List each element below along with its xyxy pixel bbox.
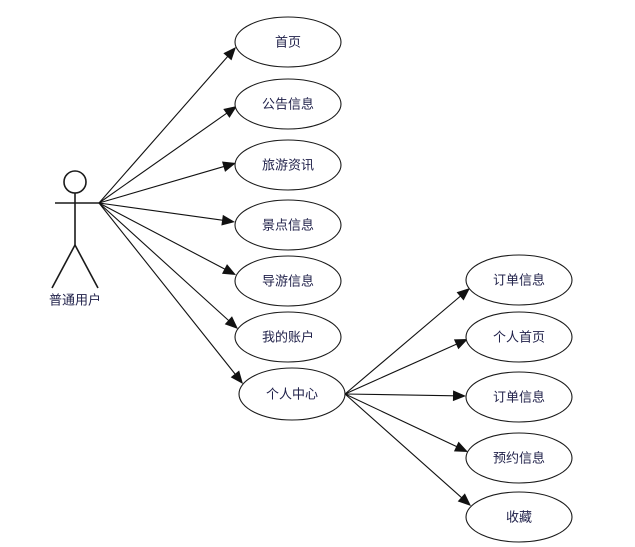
association-assoc-user-user-center	[98, 202, 243, 384]
use-case-label: 导游信息	[262, 274, 314, 290]
use-case-ellipse[interactable]	[465, 371, 573, 423]
use-cases-layer: 首页公告信息旅游资讯景点信息导游信息我的账户个人中心订单信息个人首页订单信息预约…	[234, 16, 573, 543]
association-line	[344, 393, 456, 397]
association-line	[98, 111, 229, 204]
use-case-label: 个人首页	[493, 331, 545, 346]
arrowhead-icon	[224, 316, 238, 329]
use-case-ellipse[interactable]	[238, 367, 346, 421]
use-case-ellipse[interactable]	[465, 254, 573, 306]
arrowhead-icon	[230, 370, 243, 384]
use-case-ellipse[interactable]	[465, 311, 573, 363]
association-assoc-user-home	[98, 47, 236, 204]
association-line	[98, 202, 237, 376]
use-case-ellipse[interactable]	[234, 139, 342, 191]
association-assoc-center-order-1	[344, 288, 470, 395]
arrowhead-icon	[223, 47, 236, 61]
use-case-ellipse[interactable]	[465, 432, 573, 484]
use-case-uc-attraction-info[interactable]: 景点信息	[234, 199, 342, 251]
association-assoc-center-favorites	[344, 393, 471, 506]
use-case-ellipse[interactable]	[234, 311, 342, 363]
use-case-label: 旅游资讯	[262, 159, 314, 174]
use-case-ellipse[interactable]	[234, 16, 342, 68]
use-case-uc-favorites[interactable]: 收藏	[465, 491, 573, 543]
actor-head-icon	[63, 170, 87, 194]
use-case-label: 收藏	[506, 511, 532, 526]
use-case-label: 首页	[275, 36, 301, 51]
association-line	[98, 202, 225, 222]
arrowhead-icon	[222, 161, 236, 172]
use-case-uc-announcement[interactable]: 公告信息	[234, 78, 342, 130]
actor-leg-left-icon	[51, 244, 76, 289]
association-line	[344, 294, 462, 395]
arrowhead-icon	[452, 390, 466, 402]
arrowhead-icon	[457, 493, 471, 506]
actor-label: 普通用户	[49, 293, 101, 309]
association-assoc-center-personal-home	[344, 339, 468, 395]
associations-layer	[98, 47, 471, 506]
association-assoc-user-announcement	[98, 106, 237, 204]
association-line	[98, 202, 231, 323]
association-line	[98, 54, 230, 204]
use-case-uc-booking-info[interactable]: 预约信息	[465, 432, 573, 484]
arrowhead-icon	[453, 339, 468, 350]
use-case-uc-home[interactable]: 首页	[234, 16, 342, 68]
arrowhead-icon	[223, 106, 237, 118]
association-line	[98, 202, 227, 271]
use-case-label: 订单信息	[493, 390, 545, 406]
arrowhead-icon	[221, 264, 236, 275]
association-assoc-center-booking	[344, 393, 468, 452]
actors-layer: 普通用户	[49, 170, 101, 309]
use-case-ellipse[interactable]	[234, 78, 342, 130]
use-case-label: 我的账户	[262, 330, 314, 346]
use-case-label: 预约信息	[493, 451, 545, 467]
use-case-uc-order-info-2[interactable]: 订单信息	[465, 371, 573, 423]
association-assoc-user-my-account	[98, 202, 238, 329]
association-line	[344, 393, 464, 500]
use-case-uc-personal-home[interactable]: 个人首页	[465, 311, 573, 363]
use-case-label: 景点信息	[262, 218, 314, 234]
arrowhead-icon	[456, 288, 470, 301]
association-line	[98, 165, 226, 204]
association-assoc-center-order-2	[344, 390, 466, 402]
association-assoc-user-attraction-info	[98, 202, 235, 226]
actor-ordinary-user[interactable]: 普通用户	[49, 170, 101, 309]
association-assoc-user-guide-info	[98, 202, 236, 275]
arrowhead-icon	[453, 441, 468, 452]
use-case-label: 公告信息	[262, 97, 314, 113]
association-line	[344, 342, 459, 395]
association-assoc-user-travel-news	[98, 161, 236, 204]
use-case-ellipse[interactable]	[465, 491, 573, 543]
association-line	[344, 393, 459, 448]
use-case-uc-travel-news[interactable]: 旅游资讯	[234, 139, 342, 191]
use-case-uc-user-center[interactable]: 个人中心	[238, 367, 346, 421]
use-case-uc-order-info-1[interactable]: 订单信息	[465, 254, 573, 306]
use-case-ellipse[interactable]	[234, 255, 342, 307]
use-case-label: 个人中心	[266, 388, 318, 403]
use-case-uc-guide-info[interactable]: 导游信息	[234, 255, 342, 307]
use-case-ellipse[interactable]	[234, 199, 342, 251]
actor-leg-right-icon	[74, 244, 99, 289]
use-case-label: 订单信息	[493, 273, 545, 289]
arrowhead-icon	[221, 214, 235, 226]
use-case-uc-my-account[interactable]: 我的账户	[234, 311, 342, 363]
